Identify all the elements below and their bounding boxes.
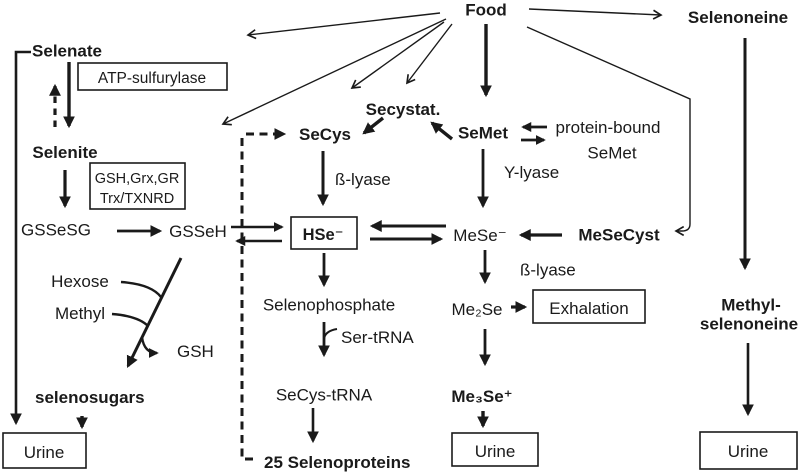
node-gssesg: GSSeSG — [21, 221, 91, 240]
node-selenate: Selenate — [32, 42, 102, 61]
labels: Food Selenoneine Selenate ATP-sulfurylas… — [21, 1, 798, 473]
node-selenophosphate: Selenophosphate — [263, 296, 395, 315]
gsh-enzymes-box — [89, 162, 186, 210]
arrow-semet-to-secystat — [430, 121, 454, 141]
node-semet: SeMet — [458, 124, 508, 143]
arrow-food-to-secys — [221, 18, 447, 126]
enzyme-beta-lyase-mese: ß-lyase — [520, 261, 576, 280]
curve-sertrna-join — [323, 328, 338, 340]
arrow-food-to-selenoneine — [528, 8, 663, 20]
curve-hexose-join — [120, 280, 162, 298]
exhalation-box — [532, 289, 646, 324]
node-selenoproteins: 25 Selenoproteins — [264, 453, 410, 472]
node-hse: HSe⁻ — [303, 226, 344, 244]
arrow-food-to-secystat-1 — [350, 21, 445, 89]
node-methylselenoneine-line2: selenoneine — [700, 315, 798, 334]
node-mese: MeSe⁻ — [453, 226, 506, 245]
enzyme-ser-trna: Ser-tRNA — [341, 328, 414, 347]
node-methylselenoneine-line1: Methyl- — [721, 296, 781, 315]
node-gsh: GSH — [177, 342, 214, 361]
arrow-food-to-mesecyst — [526, 26, 691, 237]
dashed-line-secys-to-selenoproteins — [240, 138, 257, 461]
node-me2se: Me₂Se — [451, 300, 502, 319]
node-selenite: Selenite — [32, 143, 97, 162]
node-selenosugars: selenosugars — [35, 388, 145, 407]
output-urine-mid: Urine — [475, 442, 516, 461]
curve-methyl-join — [111, 312, 149, 327]
urine-left-box — [2, 432, 87, 469]
node-methyl: Methyl — [55, 304, 105, 323]
urine-mid-box — [451, 432, 539, 467]
node-secys: SeCys — [299, 125, 351, 144]
enzyme-trx-txnrd: Trx/TXNRD — [100, 191, 174, 207]
arrow-secystat-to-secys — [362, 116, 385, 135]
node-me3se: Me₃Se⁺ — [451, 387, 512, 406]
node-food: Food — [465, 1, 507, 20]
enzyme-gamma-lyase: Υ-lyase — [504, 163, 559, 182]
urine-right-box — [699, 431, 798, 470]
enzyme-atp-sulfurylase: ATP-sulfurylase — [98, 70, 206, 87]
arrow-food-left — [246, 12, 441, 40]
output-urine-right: Urine — [728, 442, 769, 461]
arrow-food-to-secystat-2 — [405, 23, 453, 85]
node-mesecyst: MeSeCyst — [578, 226, 660, 245]
node-gsseh: GSSeH — [169, 222, 227, 241]
atp-sulfurylase-box — [77, 62, 228, 91]
arrow-gsseh-to-selenosugars — [126, 257, 183, 368]
enzyme-gsh-grx-gr: GSH,Grx,GR — [95, 171, 180, 187]
arrows — [10, 8, 754, 461]
node-protein-bound-semet-line2: SeMet — [587, 144, 636, 163]
node-protein-bound-semet-line1: protein-bound — [556, 118, 661, 137]
node-selenoneine: Selenoneine — [688, 8, 788, 27]
arrow-selenate-to-urine-spine — [10, 50, 31, 426]
node-secys-trna: SeCys-tRNA — [276, 386, 373, 405]
output-exhalation: Exhalation — [549, 299, 628, 318]
enzyme-beta-lyase-secys: ß-lyase — [335, 170, 391, 189]
node-secystat: Secystat. — [366, 100, 441, 119]
curve-arrow-to-gsh — [140, 336, 159, 359]
hse-box — [290, 216, 358, 250]
output-urine-left: Urine — [24, 443, 65, 462]
node-hexose: Hexose — [51, 272, 109, 291]
boxes — [2, 62, 798, 470]
